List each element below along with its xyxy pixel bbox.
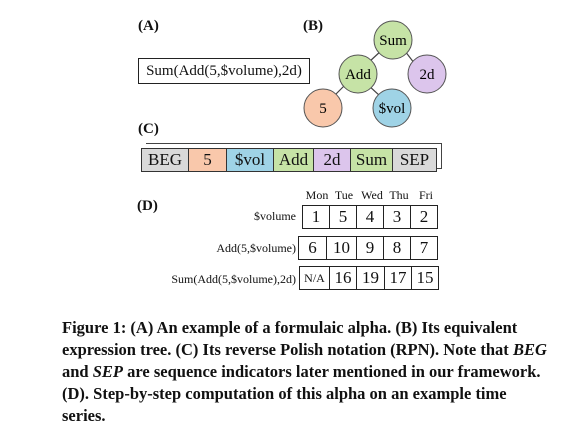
value-cell: 17 [385, 267, 412, 289]
value-cell: 15 [416, 268, 434, 287]
value-cell: 16 [330, 267, 357, 289]
value-cell: 2 [419, 207, 429, 226]
day-label: Mon [305, 188, 329, 202]
rpn-token: Add [274, 149, 314, 171]
day-label: Thu [389, 188, 409, 202]
caption-text: are sequence indicators later mentioned … [62, 362, 541, 425]
expression-tree: Sum Add 2d 5 $vol [303, 20, 447, 128]
day-label: Fri [418, 188, 433, 202]
tree-node-vol: $vol [372, 88, 412, 128]
value-cell: 4 [357, 206, 384, 228]
rpn-sequence: BEG 5 $vol Add 2d Sum SEP [141, 143, 442, 172]
rpn-token: 5 [189, 149, 227, 171]
rpn-token: BEG [142, 149, 189, 171]
tree-node-2d-label: 2d [420, 67, 436, 83]
rpn-token-row: BEG 5 $vol Add 2d Sum SEP [141, 148, 437, 172]
value-cell: 10 [327, 237, 357, 259]
tree-node-sum-label: Sum [379, 33, 407, 49]
figure-caption: Figure 1: (A) An example of a formulaic … [62, 317, 552, 427]
day-label: Wed [361, 188, 383, 202]
value-cell: 3 [384, 206, 411, 228]
tree-node-add-label: Add [345, 67, 371, 83]
rpn-token: Sum [351, 149, 393, 171]
value-cell: 1 [303, 206, 330, 228]
caption-text: and [62, 362, 93, 381]
value-cell: 7 [419, 238, 429, 257]
value-cell: 6 [299, 237, 327, 259]
tree-node-5-label: 5 [319, 101, 327, 117]
panel-label-a: (A) [138, 18, 159, 34]
step-row-values: 1 5 4 3 2 [302, 205, 438, 229]
value-cell: 8 [384, 237, 411, 259]
panel-label-c: (C) [138, 121, 159, 137]
rpn-token: $vol [227, 149, 274, 171]
caption-beg-term: BEG [512, 340, 547, 359]
step-row-values: 6 10 9 8 7 [298, 236, 438, 260]
step-row-label: Sum(Add(5,$volume),2d) [171, 272, 296, 286]
step-row-label: $volume [254, 209, 296, 223]
tree-node-sum: Sum [373, 20, 413, 60]
tree-node-add: Add [338, 54, 378, 94]
value-cell: N/A [300, 267, 330, 289]
step-row-label: Add(5,$volume) [216, 241, 296, 255]
tree-node-5: 5 [303, 88, 343, 128]
value-cell: 19 [357, 267, 385, 289]
panel-label-d: (D) [137, 198, 158, 214]
step-row-values: N/A 16 19 17 15 [299, 266, 439, 290]
caption-text: Figure 1: (A) An example of a formulaic … [62, 318, 518, 359]
formula-box: Sum(Add(5,$volume),2d) [138, 58, 310, 84]
tree-node-2d: 2d [407, 54, 447, 94]
value-cell: 5 [330, 206, 357, 228]
day-label: Tue [334, 188, 354, 202]
caption-sep-term: SEP [92, 362, 123, 381]
rpn-token: SEP [393, 149, 436, 171]
rpn-token: 2d [314, 149, 351, 171]
tree-node-vol-label: $vol [379, 101, 406, 117]
panel-label-b: (B) [303, 18, 323, 34]
value-cell: 9 [357, 237, 384, 259]
